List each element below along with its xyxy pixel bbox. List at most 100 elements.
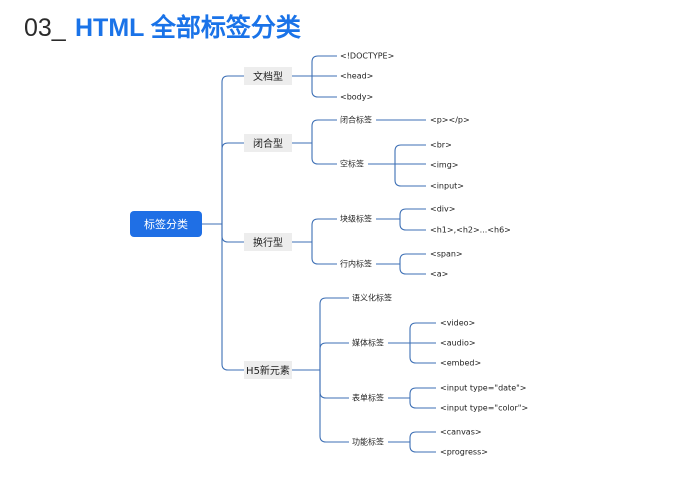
child-node-label: 媒体标签 xyxy=(352,338,384,348)
edge-line xyxy=(394,144,426,164)
child-node: 媒体标签 xyxy=(352,338,384,348)
child-node-label: 功能标签 xyxy=(352,437,384,447)
child-node: 块级标签 xyxy=(340,214,372,224)
leaf-node: <embed> xyxy=(440,359,481,368)
group-node: 闭合型 xyxy=(244,134,292,152)
edge-line xyxy=(319,370,349,443)
edge-child xyxy=(388,387,436,409)
leaf-node: <canvas> xyxy=(440,428,482,437)
leaf-node-label: <br> xyxy=(430,141,452,150)
edge-line xyxy=(319,342,349,370)
watermark: 掘金技术社区 @ 用户616266001833 xyxy=(406,459,656,476)
watermark-text: 掘金技术社区 @ 用户616266001833 xyxy=(406,459,656,476)
edge-line xyxy=(311,242,337,265)
child-node-label: 语义化标签 xyxy=(352,293,392,303)
leaf-node: <input> xyxy=(430,182,464,191)
edge-line xyxy=(399,253,426,264)
edge-line xyxy=(311,119,337,143)
group-node: 文档型 xyxy=(244,67,292,85)
title-main: HTML 全部标签分类 xyxy=(75,13,302,42)
group-node-label: 文档型 xyxy=(253,70,283,83)
group-node-label: H5新元素 xyxy=(246,364,290,377)
leaf-node: <video> xyxy=(440,319,475,328)
edge-line xyxy=(311,143,337,165)
leaf-node: <p></p> xyxy=(430,116,470,125)
child-node-label: <body> xyxy=(340,93,373,102)
leaf-node: <img> xyxy=(430,161,459,170)
group-node-box xyxy=(244,134,292,152)
child-node: 闭合标签 xyxy=(340,115,372,125)
edge-line xyxy=(409,387,436,398)
leaf-node-label: <audio> xyxy=(440,339,476,348)
group-node-box xyxy=(244,233,292,251)
leaf-node: <div> xyxy=(430,205,455,214)
child-node-label: 表单标签 xyxy=(352,393,384,403)
leaf-node-label: <h1>,<h2>...<h6> xyxy=(430,226,511,235)
leaf-node-label: <a> xyxy=(430,270,448,279)
edge-line xyxy=(311,218,337,242)
edge-group xyxy=(292,218,337,265)
leaf-node-label: <video> xyxy=(440,319,475,328)
edge-child xyxy=(376,253,426,275)
child-node: 表单标签 xyxy=(352,393,384,403)
leaf-node-label: <input type="date"> xyxy=(440,384,527,393)
edge-line xyxy=(409,398,436,409)
child-node-label: <head> xyxy=(340,72,373,81)
child-node-label: 空标签 xyxy=(340,159,364,169)
edge-line xyxy=(394,164,426,187)
leaf-node-label: <embed> xyxy=(440,359,481,368)
root-node-label: 标签分类 xyxy=(144,217,188,231)
edge-line xyxy=(409,431,436,442)
root-node: 标签分类 xyxy=(130,211,202,237)
tree-nodes: 标签分类 文档型 <!DOCTYPE> <head> <body> 闭合型 闭合标签 <p><… xyxy=(130,52,528,457)
leaf-node-label: <canvas> xyxy=(440,428,482,437)
leaf-node-label: <progress> xyxy=(440,448,488,457)
group-node-box xyxy=(244,361,292,379)
edge-line xyxy=(221,75,244,224)
leaf-node: <a> xyxy=(430,270,448,279)
tree-edges xyxy=(202,55,436,453)
child-node: 语义化标签 xyxy=(352,293,392,303)
leaf-node: <input type="date"> xyxy=(440,384,527,393)
title-prefix: 03_ xyxy=(24,14,67,42)
edge-group xyxy=(292,55,337,98)
leaf-node: <br> xyxy=(430,141,452,150)
child-node: 功能标签 xyxy=(352,437,384,447)
group-node-label: 闭合型 xyxy=(253,137,283,150)
edge-group xyxy=(292,119,337,165)
leaf-node-label: <p></p> xyxy=(430,116,470,125)
edge-line xyxy=(409,343,436,364)
edge-line xyxy=(399,219,426,231)
leaf-node-label: <input type="color"> xyxy=(440,404,528,413)
edge-group xyxy=(292,297,349,443)
child-node-label: <!DOCTYPE> xyxy=(340,52,394,61)
edge-child xyxy=(388,431,436,453)
edge-child xyxy=(376,208,426,231)
leaf-node: <span> xyxy=(430,250,463,259)
leaf-node-label: <img> xyxy=(430,161,459,170)
leaf-node-label: <div> xyxy=(430,205,455,214)
edge-line xyxy=(399,264,426,275)
group-node: 换行型 xyxy=(244,233,292,251)
edge-line xyxy=(319,370,349,399)
child-node: <head> xyxy=(340,72,373,81)
leaf-node-label: <input> xyxy=(430,182,464,191)
child-node: 行内标签 xyxy=(340,259,372,269)
child-node-label: 行内标签 xyxy=(340,259,372,269)
child-node: <!DOCTYPE> xyxy=(340,52,394,61)
edge-line xyxy=(409,442,436,453)
leaf-node: <input type="color"> xyxy=(440,404,528,413)
child-node: 空标签 xyxy=(340,159,364,169)
edge-line xyxy=(221,142,244,224)
edge-root xyxy=(202,75,244,371)
edge-line xyxy=(319,297,349,370)
group-node-box xyxy=(244,67,292,85)
edge-child xyxy=(368,144,426,187)
root-node-box xyxy=(130,211,202,237)
edge-line xyxy=(311,76,337,98)
edge-line xyxy=(221,224,244,371)
leaf-node: <audio> xyxy=(440,339,476,348)
group-node: H5新元素 xyxy=(244,361,292,379)
edge-line xyxy=(311,55,337,76)
